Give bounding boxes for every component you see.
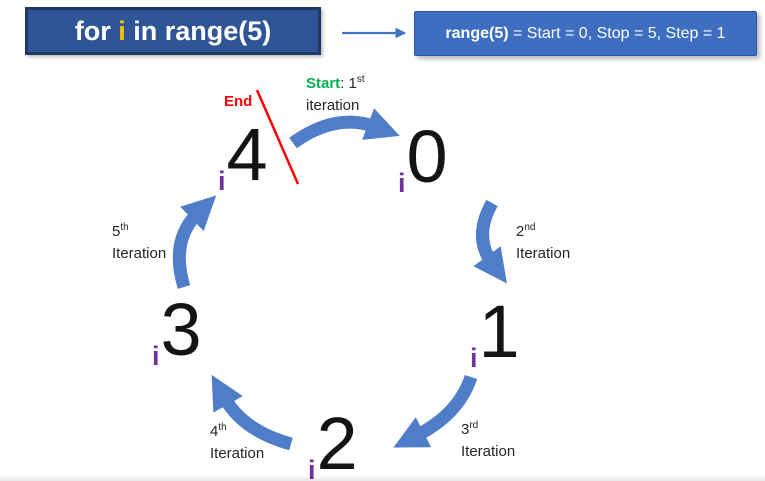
range-params-text: = Start = 0, Stop = 5, Step = 1	[508, 24, 726, 42]
start-word: Start	[306, 75, 341, 92]
for-loop-title-box: for i in range(5)	[25, 7, 321, 55]
ordinal-suffix: rd	[469, 420, 479, 431]
loop-value: 4	[226, 113, 268, 196]
ordinal-number: 4	[210, 423, 219, 440]
range-call-text: range(5)	[445, 24, 509, 42]
ordinal-number: 3	[461, 421, 470, 438]
end-annotation: End	[224, 93, 253, 110]
in-range-text: in range(5)	[125, 15, 272, 46]
loop-value: 3	[160, 288, 202, 371]
iteration-2-label: 2nd Iteration	[516, 221, 570, 265]
loop-var-i: i	[152, 341, 160, 372]
iteration-4-label: 4th Iteration	[210, 421, 264, 465]
ordinal-number: 5	[112, 223, 121, 240]
start-annotation: Start: 1st iteration	[306, 73, 365, 117]
iteration-word: Iteration	[461, 442, 516, 460]
iteration-5-label: 5th Iteration	[112, 221, 166, 265]
loop-var-i: i	[398, 168, 406, 199]
iteration-word: Iteration	[112, 244, 167, 262]
iteration-3-label: 3rd Iteration	[461, 419, 515, 463]
range-explainer-box: range(5) = Start = 0, Stop = 5, Step = 1	[414, 11, 757, 56]
ordinal-suffix: th	[120, 222, 129, 233]
iteration-5-arrow-icon	[172, 195, 217, 289]
iteration-1-arrow-icon	[289, 108, 400, 149]
start-line2: iteration	[306, 96, 360, 114]
loop-var-i: i	[308, 455, 316, 481]
start-ordinal: : 1	[340, 75, 357, 92]
loop-value: 0	[406, 115, 448, 198]
iteration-2-arrow-icon	[473, 199, 507, 284]
iteration-word: Iteration	[516, 244, 571, 262]
iteration-word: Iteration	[210, 444, 265, 462]
ordinal-suffix: th	[218, 422, 227, 433]
loop-value: 1	[478, 290, 520, 373]
ordinal-suffix: nd	[524, 222, 536, 233]
loop-var-i: i	[218, 166, 226, 197]
loop-var-i: i	[470, 343, 478, 374]
loop-variable-text: i	[118, 15, 126, 46]
loop-value: 2	[316, 402, 358, 481]
ordinal-number: 2	[516, 223, 525, 240]
for-keyword-text: for	[74, 15, 119, 46]
start-ordinal-suffix: st	[356, 74, 365, 85]
